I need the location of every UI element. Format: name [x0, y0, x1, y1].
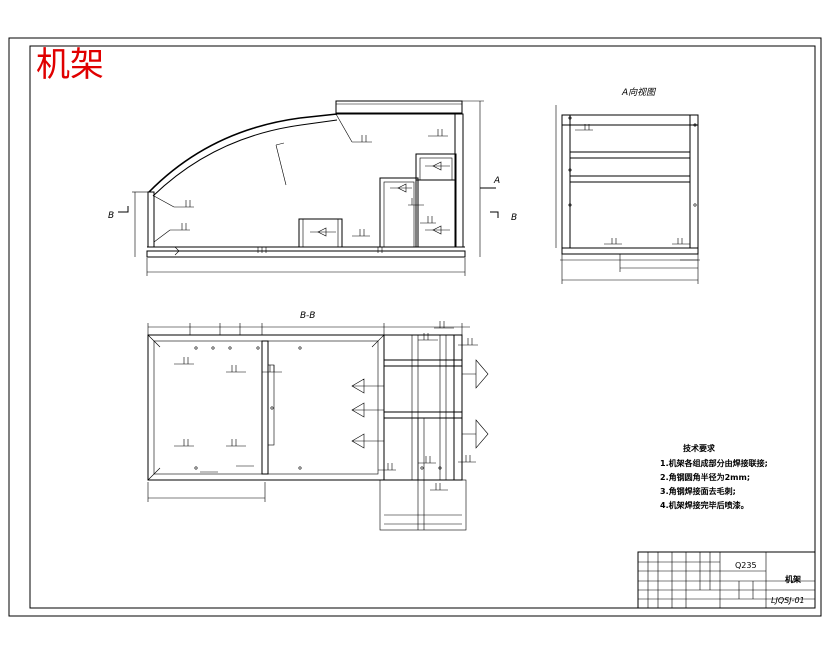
tech-note-1: 1.机架各组成部分由焊接联接;: [660, 458, 768, 468]
title-block: Q235 机架 LJQSJ-01: [637, 551, 816, 609]
drawing-number-text: LJQSJ-01: [771, 596, 805, 605]
part-name-text: 机架: [785, 574, 801, 584]
tech-notes-heading: 技术要求: [683, 443, 716, 453]
front-view: [118, 100, 499, 276]
inner-frame: [29, 45, 816, 609]
arrow-b-right-label: B: [511, 213, 517, 223]
arrow-a-label: A: [493, 176, 500, 186]
section-bb-view: [147, 321, 489, 531]
tech-note-2: 2.角钢圆角半径为2mm;: [660, 472, 750, 482]
tech-note-4: 4.机架焊接完毕后喷漆。: [660, 500, 749, 510]
section-a-label: A向视图: [621, 87, 657, 98]
arrow-b-left-label: B: [108, 211, 114, 221]
tech-notes: 技术要求 1.机架各组成部分由焊接联接; 2.角钢圆角半径为2mm; 3.角钢焊…: [660, 443, 768, 510]
tech-note-3: 3.角钢焊接面去毛刺;: [660, 486, 736, 496]
side-view-a: [555, 105, 700, 284]
drawing-title: 机架: [36, 45, 104, 85]
section-bb-label: B-B: [300, 311, 315, 321]
material-text: Q235: [735, 561, 757, 570]
outer-frame: [8, 37, 822, 617]
